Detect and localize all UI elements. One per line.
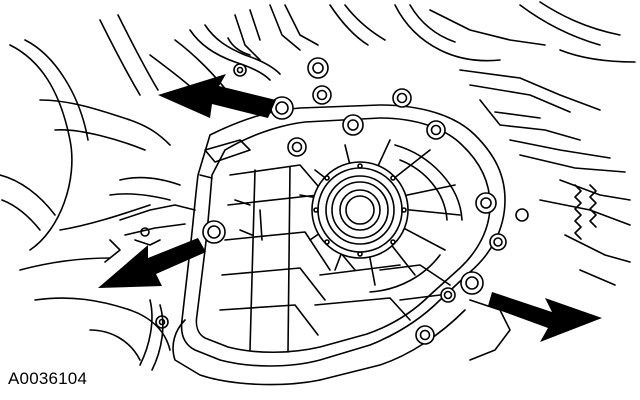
arrows [98, 74, 602, 342]
arrow-left [98, 238, 206, 288]
bolt-right [460, 271, 484, 295]
bolt-left [202, 220, 226, 244]
figure-id-label: A0036104 [8, 369, 88, 388]
output-shaft-assembly [299, 139, 463, 293]
left-bracket [104, 204, 196, 371]
upper-components [189, 1, 636, 286]
background-contours [0, 14, 231, 361]
transaxle-housing [172, 104, 511, 386]
arrow-upper [158, 74, 276, 118]
arrow-right [488, 292, 602, 342]
